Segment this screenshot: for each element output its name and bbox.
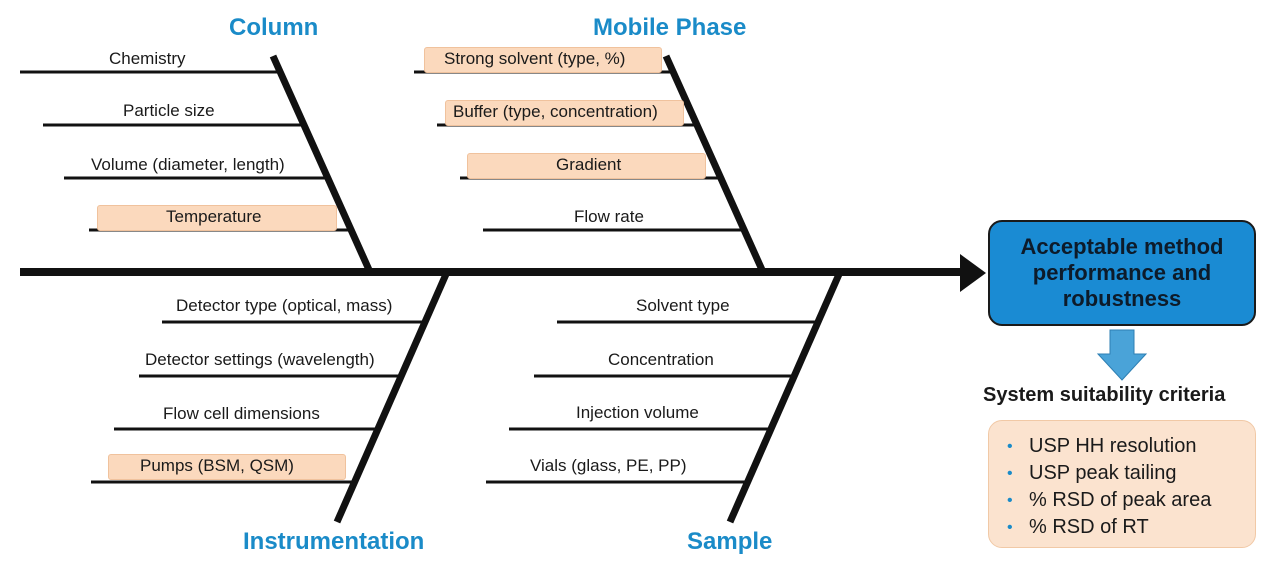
category-sample: Sample bbox=[687, 528, 773, 555]
category-column: Column bbox=[229, 14, 319, 41]
criteria-text: % RSD of RT bbox=[1029, 516, 1149, 538]
highlight-gradient bbox=[467, 153, 706, 179]
category-mobile-phase: Mobile Phase bbox=[593, 14, 747, 41]
bullet-icon: • bbox=[1007, 464, 1013, 482]
cause-label: Volume (diameter, length) bbox=[91, 155, 285, 174]
cause-label: Flow cell dimensions bbox=[163, 404, 320, 423]
criteria-item: • % RSD of peak area bbox=[1007, 487, 1255, 514]
cause-label: Particle size bbox=[123, 101, 215, 120]
bone-sample bbox=[726, 270, 844, 524]
bone-column bbox=[269, 54, 374, 274]
bullet-icon: • bbox=[1007, 491, 1013, 509]
cause-label: Gradient bbox=[556, 155, 622, 174]
bone-instrumentation bbox=[333, 270, 451, 524]
cause-label: Detector type (optical, mass) bbox=[176, 296, 393, 315]
cause-label: Concentration bbox=[608, 350, 714, 369]
cause-label: Vials (glass, PE, PP) bbox=[530, 456, 687, 475]
bullet-icon: • bbox=[1007, 518, 1013, 536]
outcome-box: Acceptable method performance and robust… bbox=[988, 220, 1256, 326]
cause-label: Chemistry bbox=[109, 49, 186, 68]
outcome-text: Acceptable method performance and robust… bbox=[1020, 234, 1224, 311]
spine-arrowhead bbox=[960, 254, 986, 292]
cause-label: Flow rate bbox=[574, 207, 644, 226]
cause-label: Buffer (type, concentration) bbox=[453, 102, 658, 121]
category-instrumentation: Instrumentation bbox=[243, 528, 425, 555]
bullet-icon: • bbox=[1007, 437, 1013, 455]
criteria-text: % RSD of peak area bbox=[1029, 489, 1212, 511]
criteria-item: • % RSD of RT bbox=[1007, 514, 1255, 541]
cause-label: Strong solvent (type, %) bbox=[444, 49, 626, 68]
criteria-item: • USP peak tailing bbox=[1007, 460, 1255, 487]
cause-label: Injection volume bbox=[576, 403, 699, 422]
highlight-temperature bbox=[97, 205, 337, 231]
cause-label: Pumps (BSM, QSM) bbox=[140, 456, 294, 475]
cause-label: Detector settings (wavelength) bbox=[145, 350, 375, 369]
criteria-item: • USP HH resolution bbox=[1007, 433, 1255, 460]
system-suitability-title: System suitability criteria bbox=[983, 384, 1226, 406]
highlight-strong-solvent bbox=[424, 47, 662, 73]
criteria-box: • USP HH resolution • USP peak tailing •… bbox=[988, 420, 1256, 548]
cause-label: Solvent type bbox=[636, 296, 730, 315]
criteria-text: USP HH resolution bbox=[1029, 435, 1197, 457]
cause-label: Temperature bbox=[166, 207, 262, 226]
highlight-buffer bbox=[445, 100, 684, 126]
down-arrow-icon bbox=[1096, 329, 1148, 381]
highlight-pumps bbox=[108, 454, 346, 480]
criteria-text: USP peak tailing bbox=[1029, 462, 1177, 484]
bone-mobile-phase bbox=[662, 54, 767, 274]
